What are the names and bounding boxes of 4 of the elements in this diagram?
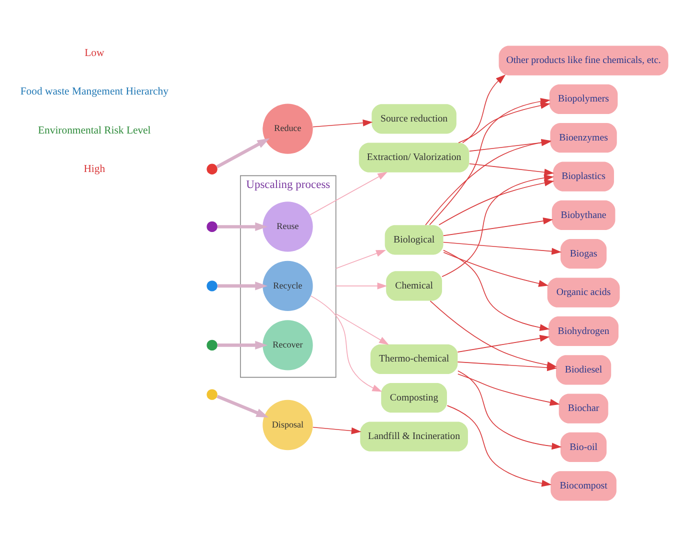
label: Environmental Risk Level — [38, 124, 151, 136]
label: High — [84, 162, 106, 175]
label: Food waste Mangement Hierarchy — [20, 86, 168, 98]
label: Low — [84, 46, 104, 59]
